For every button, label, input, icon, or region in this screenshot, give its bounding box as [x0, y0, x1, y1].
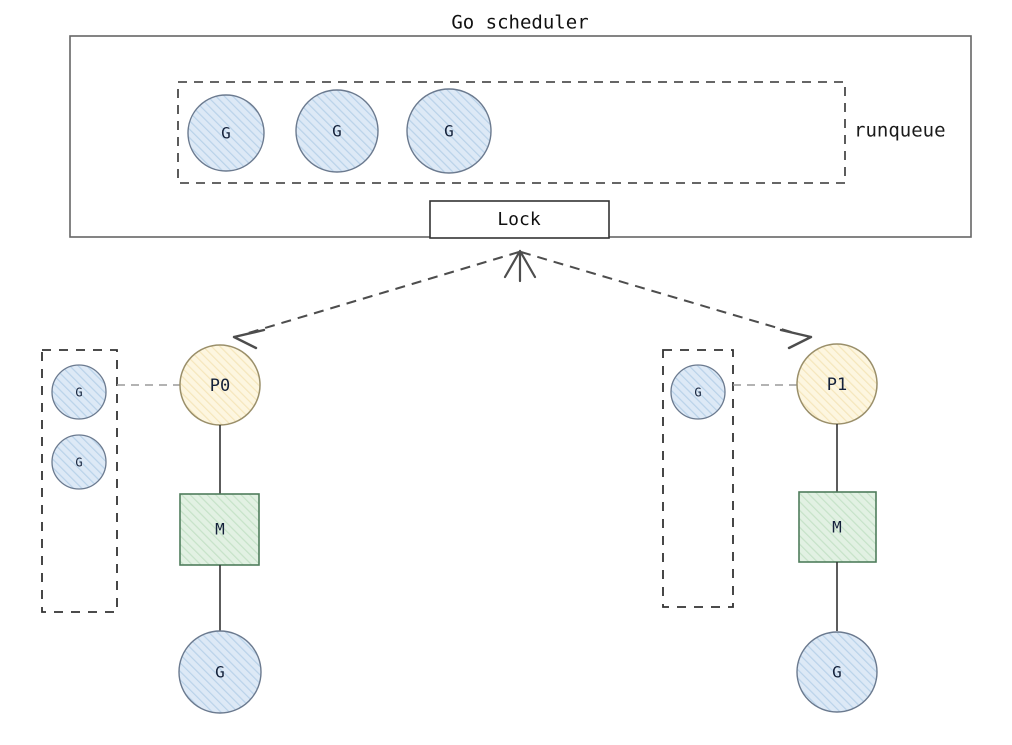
global-runqueue-goroutine-2[interactable]: G: [406, 88, 492, 174]
processor-p0[interactable]: P0: [179, 344, 261, 426]
machine-m-p1[interactable]: M: [798, 491, 877, 563]
lock-to-p1-dashed-line: [520, 251, 799, 335]
machine-m-p0[interactable]: M: [179, 493, 260, 566]
lock-box[interactable]: [429, 200, 610, 239]
p0-local-runqueue-box: [41, 349, 118, 613]
goroutine-label: G: [75, 386, 82, 400]
goroutine-label: G: [832, 663, 842, 682]
p1-local-runqueue-box: [662, 349, 734, 608]
goroutine-label: G: [75, 456, 82, 470]
runqueue-label: runqueue: [854, 120, 946, 142]
global-runqueue-goroutine-0[interactable]: G: [187, 94, 265, 172]
goroutine-label: G: [215, 663, 225, 682]
lock-converging-arrowhead: [503, 249, 537, 283]
global-runqueue-goroutine-1[interactable]: G: [295, 89, 379, 173]
lock-to-p0-arrowhead: [232, 328, 266, 350]
p0-running-goroutine[interactable]: G: [178, 630, 262, 714]
diagram-title: Go scheduler: [451, 12, 588, 34]
p0-local-goroutine-1[interactable]: G: [51, 434, 107, 490]
goroutine-label: G: [694, 386, 701, 400]
goroutine-label: G: [332, 122, 342, 141]
machine-label: M: [215, 520, 225, 539]
goroutine-label: G: [444, 122, 454, 141]
processor-label: P1: [827, 375, 847, 395]
p1-running-goroutine[interactable]: G: [796, 631, 878, 713]
machine-label: M: [832, 518, 842, 537]
lock-to-p0-dashed-line: [244, 251, 520, 335]
lock-label: Lock: [497, 209, 541, 230]
p1-local-goroutine-0[interactable]: G: [670, 364, 726, 420]
p0-local-goroutine-0[interactable]: G: [51, 364, 107, 420]
lock-to-p1-arrowhead: [779, 328, 813, 350]
goroutine-label: G: [221, 124, 231, 143]
processor-label: P0: [210, 376, 230, 396]
processor-p1[interactable]: P1: [796, 343, 878, 425]
